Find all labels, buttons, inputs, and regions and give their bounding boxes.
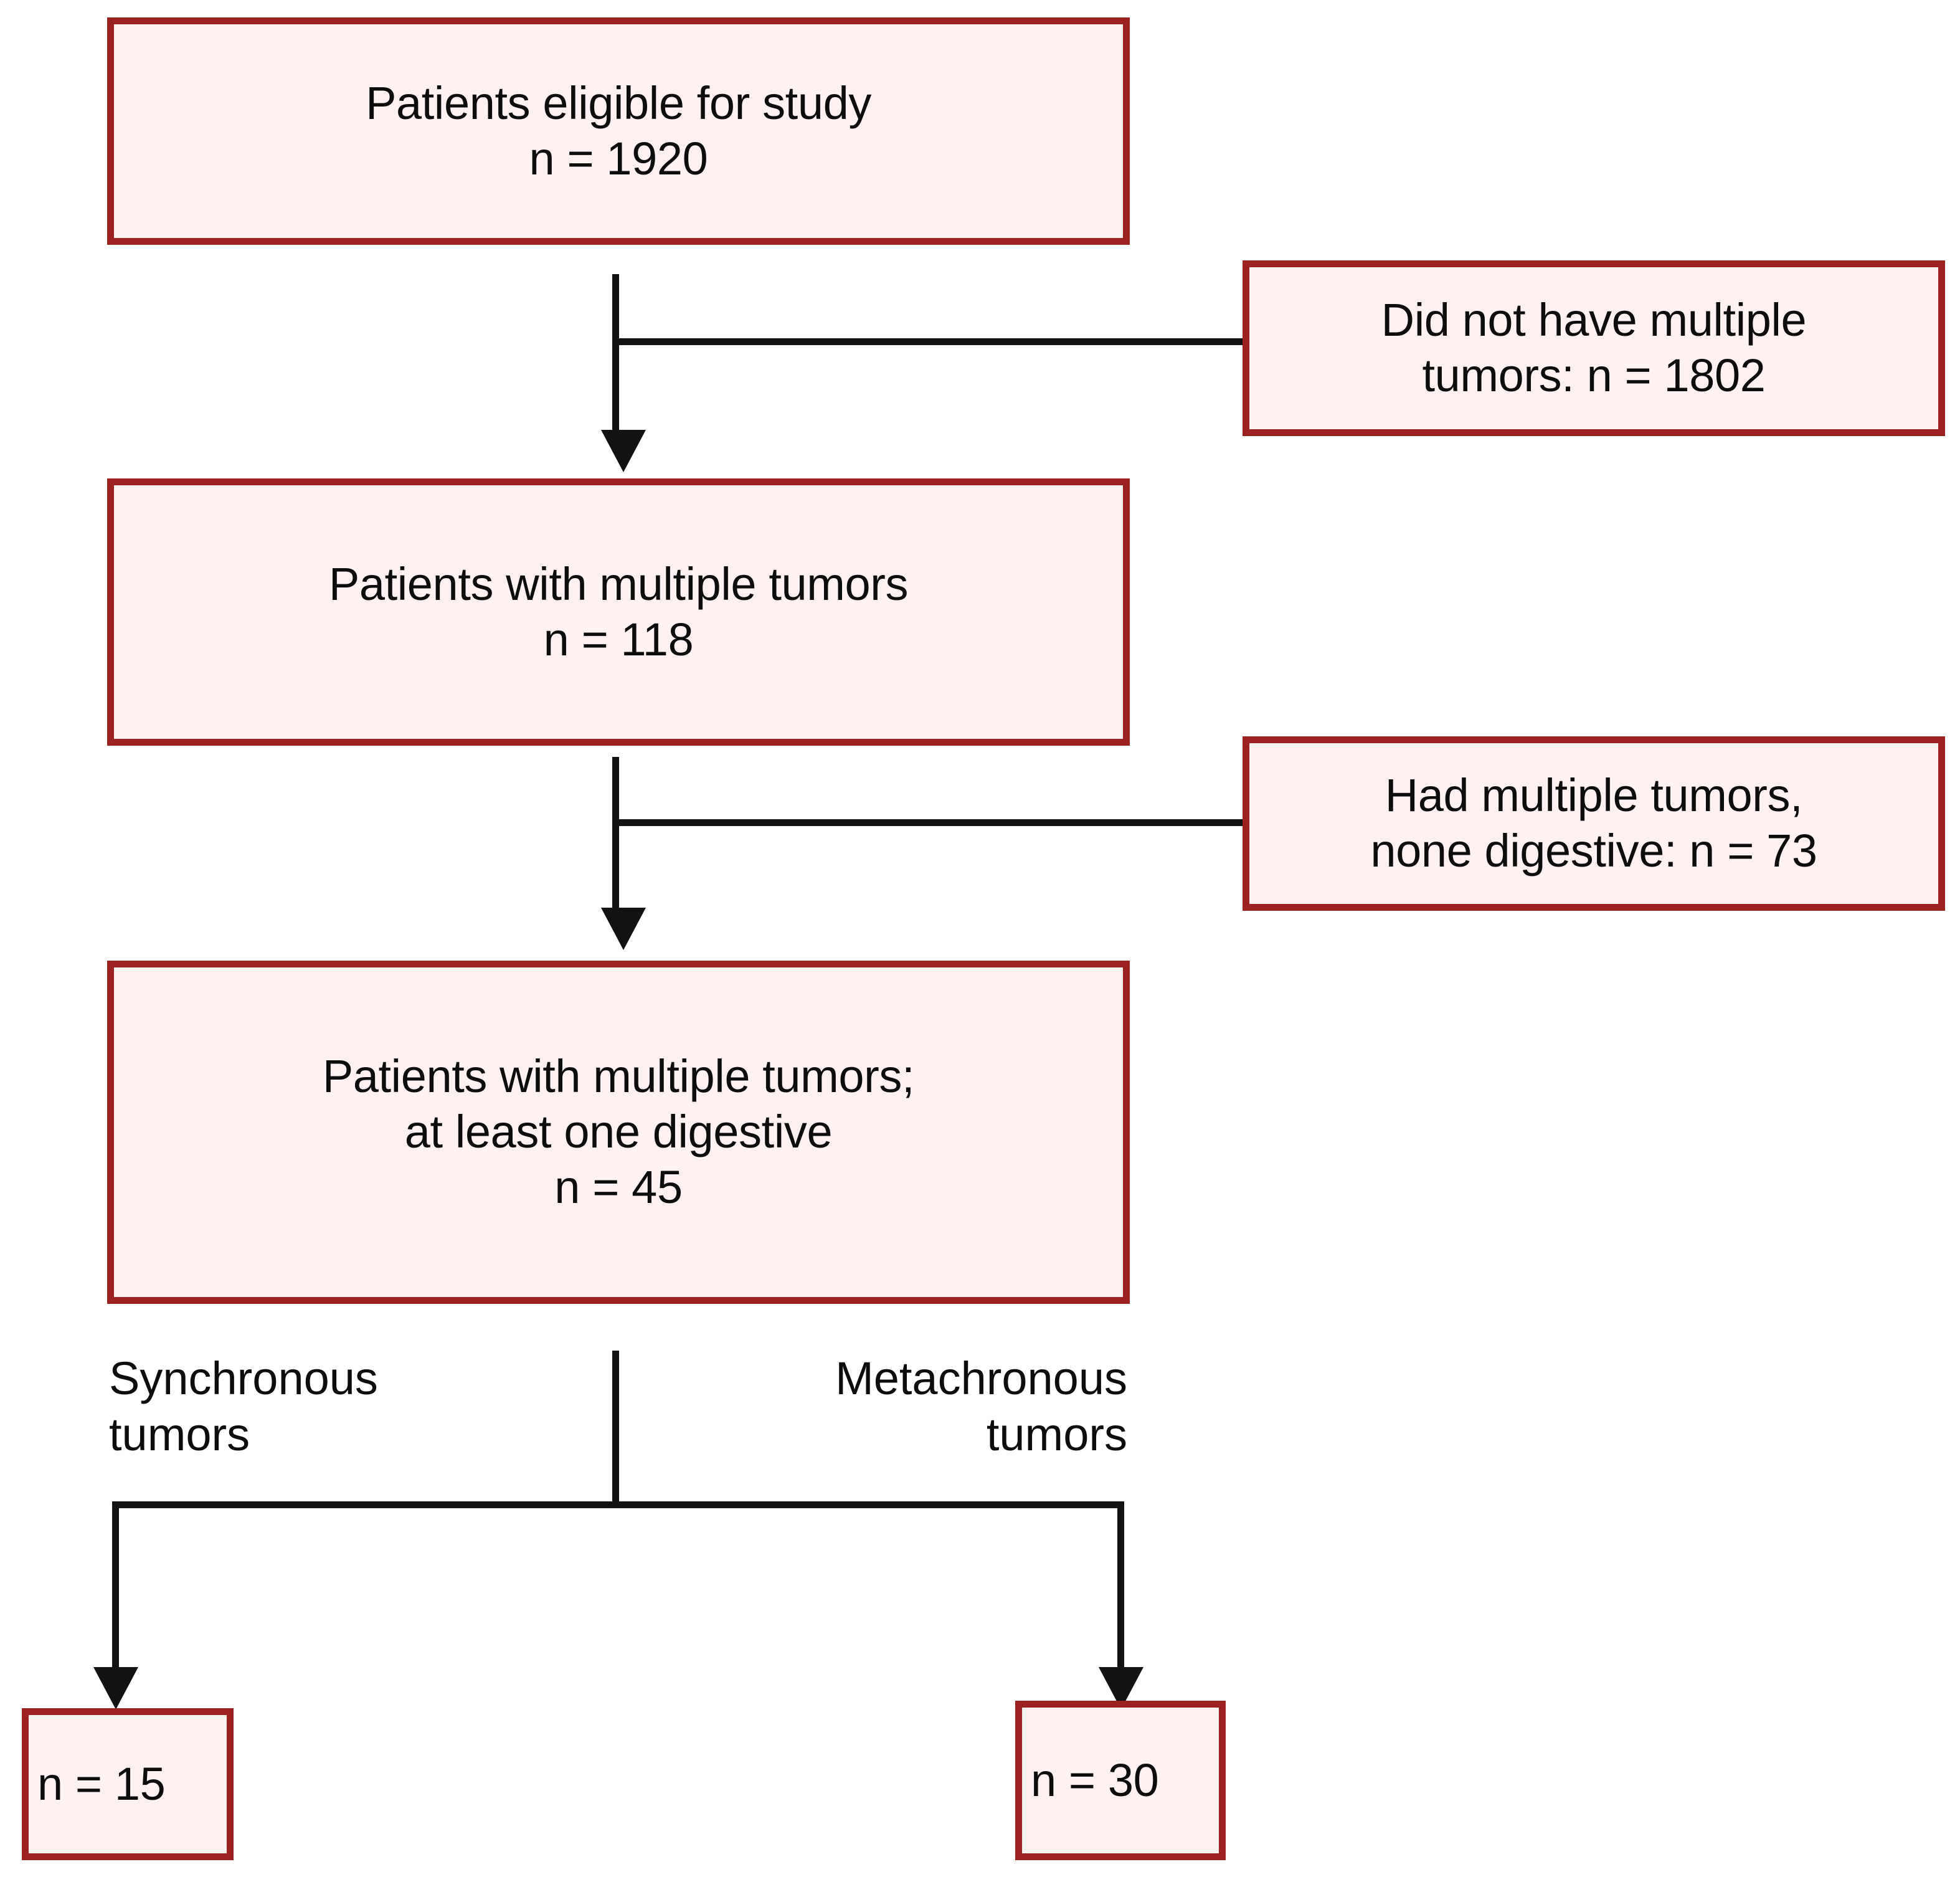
connector-horizontal-to-exclusion-2 [619, 819, 1243, 826]
node-digestive-line2: at least one digestive [404, 1106, 833, 1158]
connector-horizontal-to-exclusion-1 [619, 338, 1243, 345]
node-patients-multiple-tumors: Patients with multiple tumors n = 118 [107, 478, 1130, 746]
connector-vertical-digestive-stem [612, 1351, 619, 1505]
arrowhead-down-icon-1 [601, 430, 646, 472]
node-multiple-line1: Patients with multiple tumors [328, 558, 909, 610]
connector-vertical-eligible-to-multiple [612, 274, 619, 434]
connector-vertical-synchronous-branch [112, 1501, 119, 1671]
node-exclusion-1-line2: tumors: n = 1802 [1422, 349, 1766, 401]
node-patients-eligible: Patients eligible for study n = 1920 [107, 17, 1130, 245]
node-digestive-line3: n = 45 [554, 1161, 683, 1213]
branch-label-synchronous: Synchronous tumors [109, 1352, 378, 1461]
arrowhead-down-icon-synchronous [93, 1667, 138, 1709]
node-exclusion-none-digestive: Had multiple tumors, none digestive: n =… [1243, 736, 1945, 911]
connector-vertical-metachronous-branch [1117, 1501, 1124, 1671]
node-exclusion-1-line1: Did not have multiple [1381, 294, 1807, 346]
node-exclusion-2-line1: Had multiple tumors, [1385, 769, 1803, 822]
node-synchronous-count-label: n = 15 [37, 1757, 166, 1810]
node-patients-at-least-one-digestive: Patients with multiple tumors; at least … [107, 961, 1130, 1304]
node-eligible-line1: Patients eligible for study [366, 77, 871, 129]
node-metachronous-count: n = 30 [1015, 1701, 1226, 1860]
arrowhead-down-icon-2 [601, 908, 646, 950]
node-exclusion-2-line2: none digestive: n = 73 [1370, 825, 1817, 877]
node-eligible-line2: n = 1920 [529, 132, 708, 184]
node-synchronous-count: n = 15 [22, 1708, 234, 1860]
branch-label-metachronous: Metachronous tumors [835, 1352, 1127, 1461]
node-exclusion-no-multiple-tumors: Did not have multiple tumors: n = 1802 [1243, 260, 1945, 436]
node-digestive-line1: Patients with multiple tumors; [322, 1050, 915, 1103]
node-multiple-line2: n = 118 [543, 613, 694, 665]
node-metachronous-count-label: n = 30 [1031, 1754, 1159, 1806]
connector-vertical-multiple-to-digestive [612, 757, 619, 911]
connector-horizontal-split-bar [112, 1501, 1124, 1508]
